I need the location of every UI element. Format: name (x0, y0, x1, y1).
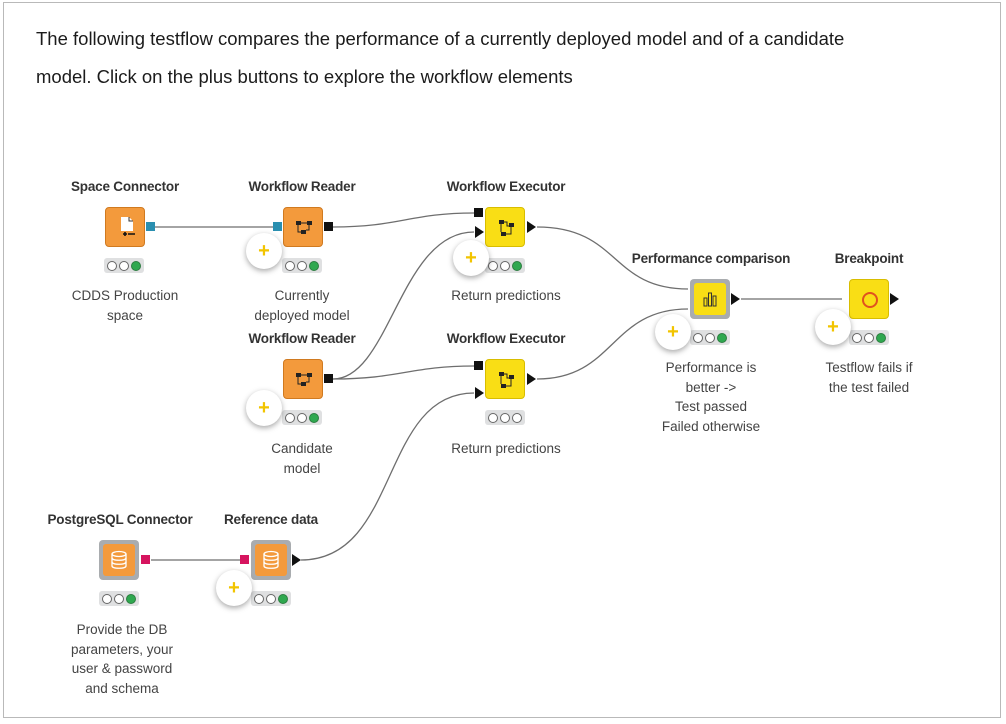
workflow-executor-2-description: Return predictions (451, 441, 561, 456)
connection-reader1-to-executor1 (332, 212, 475, 228)
intro-line-1: The following testflow compares the perf… (36, 28, 845, 49)
workflow-reader-1-node[interactable] (283, 207, 323, 247)
intro-line-2: model. Click on the plus buttons to expl… (36, 66, 573, 87)
performance-comparison-plus-button[interactable]: + (655, 314, 691, 350)
postgresql-connector-description: Provide the DB parameters, your user & p… (70, 622, 174, 696)
performance-comparison-node[interactable] (690, 279, 730, 319)
reference-data-status (251, 591, 291, 606)
performance-comparison-title: Performance comparison (631, 251, 791, 266)
performance-comparison-description: Performance is better -> Test passed Fai… (661, 360, 761, 434)
workflow-executor-2-node[interactable] (485, 359, 525, 399)
plus-icon: + (827, 316, 839, 338)
workflow-executor-2-title: Workflow Executor (446, 331, 566, 346)
breakpoint-output-port (890, 293, 899, 305)
reference-data-input-port (240, 555, 249, 564)
breakpoint-node[interactable] (849, 279, 889, 319)
workflow-executor-2-output-port (527, 373, 536, 385)
postgresql-connector-output-port (141, 555, 150, 564)
reference-data-output-port (292, 554, 301, 566)
connection-executor1-to-performance (536, 226, 689, 290)
performance-comparison-status (690, 330, 730, 345)
plus-icon: + (465, 247, 477, 269)
reference-data-node[interactable] (251, 540, 291, 580)
workflow-executor-2-input-port-1 (474, 361, 483, 370)
workflow-executor-2-input-port-2 (475, 387, 484, 399)
postgresql-connector-status (99, 591, 139, 606)
space-connector-node[interactable] (105, 207, 145, 247)
database-icon (111, 550, 127, 569)
content-frame (3, 2, 1001, 718)
connection-executor2-to-performance (536, 308, 689, 380)
plus-icon: + (228, 577, 240, 599)
workflow-reader-2-description: Candidate model (271, 441, 333, 476)
workflow-executor-1-plus-button[interactable]: + (453, 240, 489, 276)
workflow-executor-1-input-port-1 (474, 208, 483, 217)
breakpoint-circle-icon (862, 292, 878, 308)
workflow-reader-1-output-port (324, 222, 333, 231)
breakpoint-description: Testflow fails if the test failed (825, 360, 913, 395)
workflow-executor-1-title: Workflow Executor (446, 179, 566, 194)
intro-text: The following testflow compares the perf… (36, 20, 936, 96)
workflow-reader-2-title: Workflow Reader (248, 331, 356, 346)
connection-reader2-to-executor1 (332, 231, 475, 380)
plus-icon: + (258, 397, 270, 419)
workflow-reader-1-description: Currently deployed model (254, 288, 350, 323)
connection-reader2-to-executor2 (332, 365, 475, 380)
workflow-reader-2-status (282, 410, 322, 425)
space-connector-title: Space Connector (70, 179, 180, 194)
workflow-icon (499, 220, 514, 236)
plus-icon: + (258, 240, 270, 262)
postgresql-connector-title: PostgreSQL Connector (47, 512, 193, 527)
space-connector-output-port (146, 222, 155, 231)
space-connector-status (104, 258, 144, 273)
workflow-executor-1-node[interactable] (485, 207, 525, 247)
breakpoint-title: Breakpoint (834, 251, 904, 266)
workflow-icon (296, 221, 312, 234)
workflow-executor-1-input-port-2 (475, 226, 484, 238)
postgresql-connector-node[interactable] (99, 540, 139, 580)
plus-icon: + (667, 321, 679, 343)
connection-reference-to-executor2 (300, 392, 475, 561)
database-icon (263, 550, 279, 569)
bar-chart-icon (703, 292, 717, 307)
workflow-reader-2-plus-button[interactable]: + (246, 390, 282, 426)
workflow-reader-1-plus-button[interactable]: + (246, 233, 282, 269)
workflow-executor-1-description: Return predictions (451, 288, 561, 303)
workflow-reader-1-title: Workflow Reader (248, 179, 356, 194)
workflow-reader-1-status (282, 258, 322, 273)
reference-data-title: Reference data (224, 512, 318, 527)
breakpoint-status (849, 330, 889, 345)
performance-comparison-output-port (731, 293, 740, 305)
workflow-icon (296, 373, 312, 386)
workflow-reader-2-output-port (324, 374, 333, 383)
performance-comparison-node-body (694, 283, 726, 315)
workflow-executor-1-status (485, 258, 525, 273)
workflow-reader-2-node[interactable] (283, 359, 323, 399)
reference-data-plus-button[interactable]: + (216, 570, 252, 606)
workflow-reader-1-input-port (273, 222, 282, 231)
document-connector-icon (121, 217, 135, 236)
breakpoint-plus-button[interactable]: + (815, 309, 851, 345)
workflow-icon (499, 372, 514, 388)
space-connector-description: CDDS Production space (71, 288, 179, 323)
workflow-executor-1-output-port (527, 221, 536, 233)
workflow-executor-2-status (485, 410, 525, 425)
